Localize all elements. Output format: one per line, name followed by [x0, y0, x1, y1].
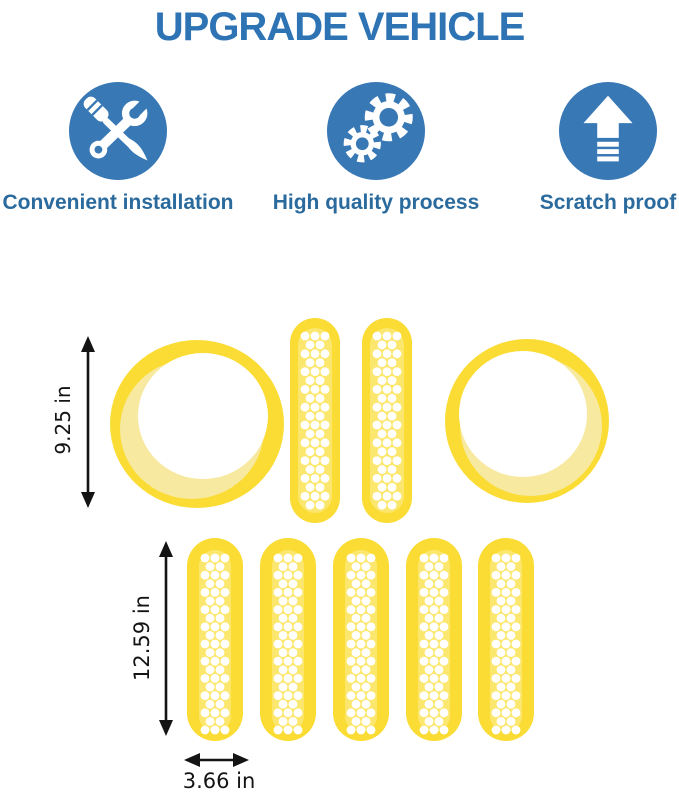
insert-width-dimension-arrow	[184, 753, 249, 767]
insert-height-dimension-arrow	[159, 541, 173, 736]
ring-height-dimension-arrow	[81, 336, 95, 508]
page-title: UPGRADE VEHICLE	[154, 5, 526, 49]
insert-height-label: 12.59 in	[130, 595, 154, 681]
feature-scratch-proof: Scratch proof	[488, 82, 679, 215]
feature-label: High quality process	[272, 191, 480, 214]
tools-icon	[69, 82, 167, 180]
headlight-ring-trim-left	[110, 340, 284, 508]
ring-height-label: 9.25 in	[51, 385, 75, 455]
vent-insert-large-1	[187, 538, 243, 741]
feature-high-quality-process: High quality process	[256, 82, 496, 215]
feature-convenient-installation: Convenient installation	[0, 82, 238, 215]
vent-insert-large-2	[260, 538, 316, 741]
gears-icon	[327, 82, 425, 180]
insert-width-label: 3.66 in	[182, 769, 256, 792]
upgrade-arrow-icon	[559, 82, 657, 180]
feature-label: Scratch proof	[539, 191, 677, 214]
feature-label: Convenient installation	[2, 191, 234, 214]
vent-insert-large-5	[478, 538, 534, 741]
headlight-ring-trim-right	[445, 339, 609, 503]
vent-insert-small-2	[362, 318, 412, 523]
vent-insert-small-1	[290, 318, 340, 523]
vent-insert-large-3	[333, 538, 389, 741]
vent-insert-large-4	[406, 538, 462, 741]
